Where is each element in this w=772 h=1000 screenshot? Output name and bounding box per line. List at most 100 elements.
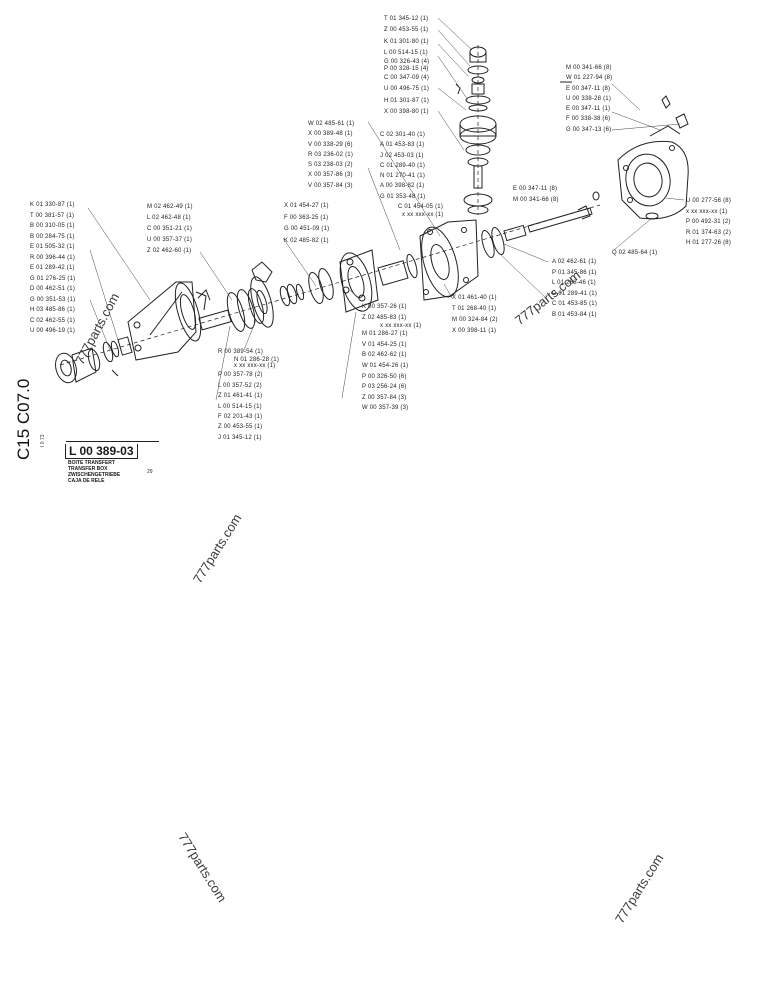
title-german: ZWISCHENGETRIEBE xyxy=(68,472,121,478)
part-label: x xx xxx-xx (1) xyxy=(380,323,422,330)
part-label: R 00 389-54 (1) xyxy=(218,349,264,355)
part-label: M 00 341-66 (8) xyxy=(566,65,612,71)
part-label: R 01 374-63 (2) xyxy=(686,229,732,236)
part-label: H 03 485-86 (1) xyxy=(30,307,76,313)
part-label: X 00 357-86 (3) xyxy=(308,172,353,179)
part-label: C 01 453-85 (1) xyxy=(552,301,598,307)
part-label: M 00 341-66 (8) xyxy=(513,197,559,203)
part-label: M 01 286-27 (1) xyxy=(362,331,408,338)
central-gear-housing xyxy=(419,219,527,301)
part-label: K 02 485-82 (1) xyxy=(284,237,329,244)
part-label: W 01 227-94 (8) xyxy=(566,75,613,82)
part-label: G 00 451-09 (1) xyxy=(284,226,330,232)
part-label: W 00 357-39 (3) xyxy=(362,405,409,412)
part-label: Z 00 453-55 (1) xyxy=(384,27,429,34)
label-group-bottom-left: R 00 389-54 (1) N 01 286-28 (1) x xx xxx… xyxy=(218,347,279,443)
part-label: A 00 398-82 (1) xyxy=(380,183,425,190)
part-label: K 01 301-80 (1) xyxy=(384,38,429,45)
part-label: U 00 357-37 (1) xyxy=(147,237,193,243)
part-label: Z 02 485-83 (1) xyxy=(362,314,407,321)
label-single-q02: Q 02 485-64 (1) xyxy=(612,250,657,257)
part-label: P 00 326-50 (6) xyxy=(362,373,407,380)
label-group-center-mid: X 01 454-27 (1) F 00 363-25 (1) G 00 451… xyxy=(284,201,329,247)
splined-gear-pack xyxy=(195,261,334,332)
label-group-right-lower: A 02 462-61 (1) P 01 345-86 (1) L 01 268… xyxy=(552,257,597,320)
part-label: W 02 485-61 (1) xyxy=(308,121,355,127)
part-label: V 00 357-84 (3) xyxy=(308,182,353,189)
part-label: F 00 363-25 (1) xyxy=(284,214,329,221)
title-english: TRANSFER BOX xyxy=(68,466,108,472)
part-label: Z 00 453-55 (1) xyxy=(218,424,263,431)
part-label: M 02 462-49 (1) xyxy=(147,204,193,210)
part-label: K 01 330-87 (1) xyxy=(30,202,75,208)
part-label: P 00 328-15 (4) xyxy=(384,66,429,73)
part-label: x xx xxx-xx (1) xyxy=(402,212,444,219)
part-label: X 00 398-80 (1) xyxy=(384,109,429,116)
part-label: U 00 496-75 (1) xyxy=(384,86,430,93)
label-group-top: T 01 345-12 (1) Z 00 453-55 (1) K 01 301… xyxy=(384,14,429,118)
part-label: T 00 381-57 (1) xyxy=(30,212,75,219)
part-label: D 01 289-41 (1) xyxy=(552,290,598,297)
title-spanish: CAJA DE RELE xyxy=(68,478,105,484)
part-label: L 00 514-15 (1) xyxy=(218,403,262,410)
part-label: U 00 277-56 (8) xyxy=(686,198,732,204)
label-group-top-right: M 00 341-66 (8) W 01 227-94 (8) E 00 347… xyxy=(566,63,612,135)
part-label: G 01 276-25 (1) xyxy=(30,275,76,282)
part-label: D 00 462-51 (1) xyxy=(30,286,76,292)
part-label: S 03 238-03 (2) xyxy=(308,162,353,169)
part-label: A 02 462-61 (1) xyxy=(552,259,597,265)
part-label: Q 02 485-64 (1) xyxy=(612,250,658,256)
leader-lines xyxy=(87,17,685,401)
part-label: X 01 454-27 (1) xyxy=(284,203,329,209)
part-label: C 01 454-05 (1) xyxy=(398,204,444,211)
part-label: H 01 301-87 (1) xyxy=(384,97,430,104)
label-group-mid-right: C 02 301-40 (1) A 01 453-83 (1) J 02 453… xyxy=(380,130,443,218)
vertical-gear-stack xyxy=(455,46,497,215)
part-label: F 02 201-43 (1) xyxy=(218,414,263,421)
part-label: B 00 284-75 (1) xyxy=(30,233,75,240)
part-label: T 01 268-40 (1) xyxy=(452,306,497,312)
part-label: V 00 338-29 (6) xyxy=(308,141,353,148)
label-group-right-mid: E 00 347-11 (8) M 00 341-66 (8) xyxy=(513,184,559,206)
label-group-center-left: M 02 462-49 (1) L 02 462-48 (1) C 00 351… xyxy=(147,202,193,257)
part-label: Z 02 462-60 (1) xyxy=(147,248,192,254)
part-label: G 00 351-53 (1) xyxy=(30,296,76,303)
part-label: C 00 347-09 (4) xyxy=(384,75,430,82)
planetary-carrier xyxy=(339,249,418,313)
part-label: X 01 461-40 (1) xyxy=(452,295,497,301)
part-label: N 01 270-41 (1) xyxy=(380,173,426,180)
part-label: E 01 505-32 (1) xyxy=(30,244,75,250)
sheet-code: C15 C07.0 xyxy=(14,378,33,460)
part-label: J 02 453-03 (1) xyxy=(380,152,424,159)
part-label: N 01 286-28 (1) xyxy=(234,357,280,364)
part-label: R 03 236-02 (1) xyxy=(308,151,354,158)
part-label: W 01 454-26 (1) xyxy=(362,362,409,369)
part-label: B 01 453-84 (1) xyxy=(552,311,597,318)
label-group-right-side: U 00 277-56 (8) x xx xxx-xx (1) P 00 492… xyxy=(686,196,731,249)
part-number: L 00 389-03 xyxy=(65,444,138,459)
part-label: K 00 357-26 (1) xyxy=(362,304,407,310)
part-label: P 00 492-31 (2) xyxy=(686,219,731,225)
part-label: L 00 357-52 (2) xyxy=(218,382,262,389)
part-label: H 01 277-26 (8) xyxy=(686,240,732,246)
part-label: C 01 289-40 (1) xyxy=(380,162,426,169)
part-label: G 00 326-43 (4) xyxy=(384,59,430,66)
page-number: 29 xyxy=(147,469,153,475)
input-shaft xyxy=(527,191,600,233)
left-bell-housing xyxy=(127,281,202,361)
part-label: B 00 310-05 (1) xyxy=(30,223,75,229)
right-gear-housing xyxy=(560,81,689,220)
label-group-center-lower-right: X 01 461-40 (1) T 01 268-40 (1) M 00 324… xyxy=(452,293,498,337)
part-label: F 00 338-38 (6) xyxy=(566,116,611,123)
main-shaft-axis xyxy=(59,204,601,366)
left-small-parts xyxy=(102,289,211,377)
part-label: Z 00 357-84 (3) xyxy=(362,394,407,401)
part-label: A 01 453-83 (1) xyxy=(380,142,425,149)
part-label: U 00 338-28 (1) xyxy=(566,95,612,102)
part-label: E 00 347-11 (8) xyxy=(566,85,611,92)
part-label: X 00 389-48 (1) xyxy=(308,131,353,138)
part-label: C 02 462-55 (1) xyxy=(30,317,76,324)
part-label: L 00 514-15 (1) xyxy=(384,49,428,56)
part-label: B 02 462-62 (1) xyxy=(362,352,407,359)
